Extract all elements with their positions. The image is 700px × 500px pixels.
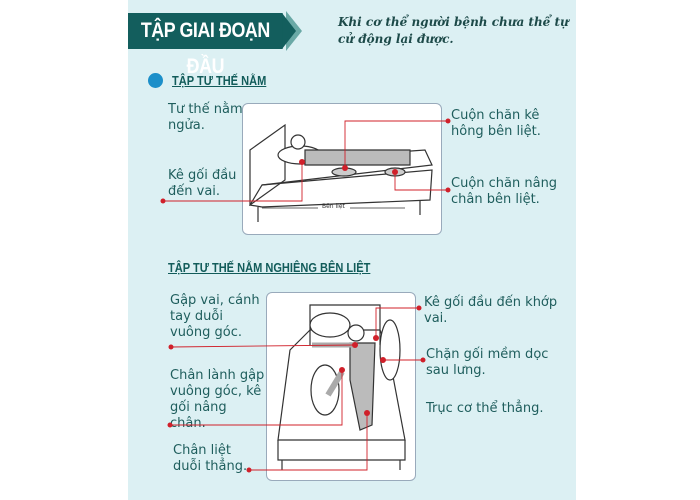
- banner-title: TẬP GIAI ĐOẠN ĐẦU: [128, 13, 283, 78]
- label-head-pillow: Kê gối đầu đến vai.: [168, 168, 237, 199]
- label-head-pillow-shoulder: Kê gối đầu đến khớp vai.: [424, 295, 558, 326]
- label-paralyzed-leg: Chân liệt duỗi thẳng.: [173, 443, 248, 474]
- bed-side-caption: Bên liệt: [322, 203, 345, 210]
- section1-heading: TẬP TƯ THẾ NẰM: [172, 73, 267, 88]
- label-supine-posture: Tư thế nằm ngửa.: [168, 102, 243, 133]
- label-hip-roll: Cuộn chăn kê hông bên liệt.: [451, 108, 541, 139]
- label-leg-roll: Cuộn chăn nâng chân bên liệt.: [451, 176, 558, 207]
- bullet-icon: [148, 73, 163, 88]
- banner-subtitle: Khi cơ thể người bệnh chưa thể tự cử độn…: [338, 15, 569, 46]
- label-body-axis: Trục cơ thể thẳng.: [426, 401, 544, 416]
- label-back-pillow: Chặn gối mềm dọc sau lưng.: [426, 347, 549, 378]
- section2-heading: TẬP TƯ THẾ NẰM NGHIÊNG BÊN LIỆT: [168, 260, 371, 275]
- banner-arrow: [282, 13, 296, 49]
- label-good-leg: Chân lành gập vuông góc, kê gối nâng châ…: [170, 368, 265, 431]
- label-shoulder: Gập vai, cánh tay duỗi vuông góc.: [170, 293, 260, 340]
